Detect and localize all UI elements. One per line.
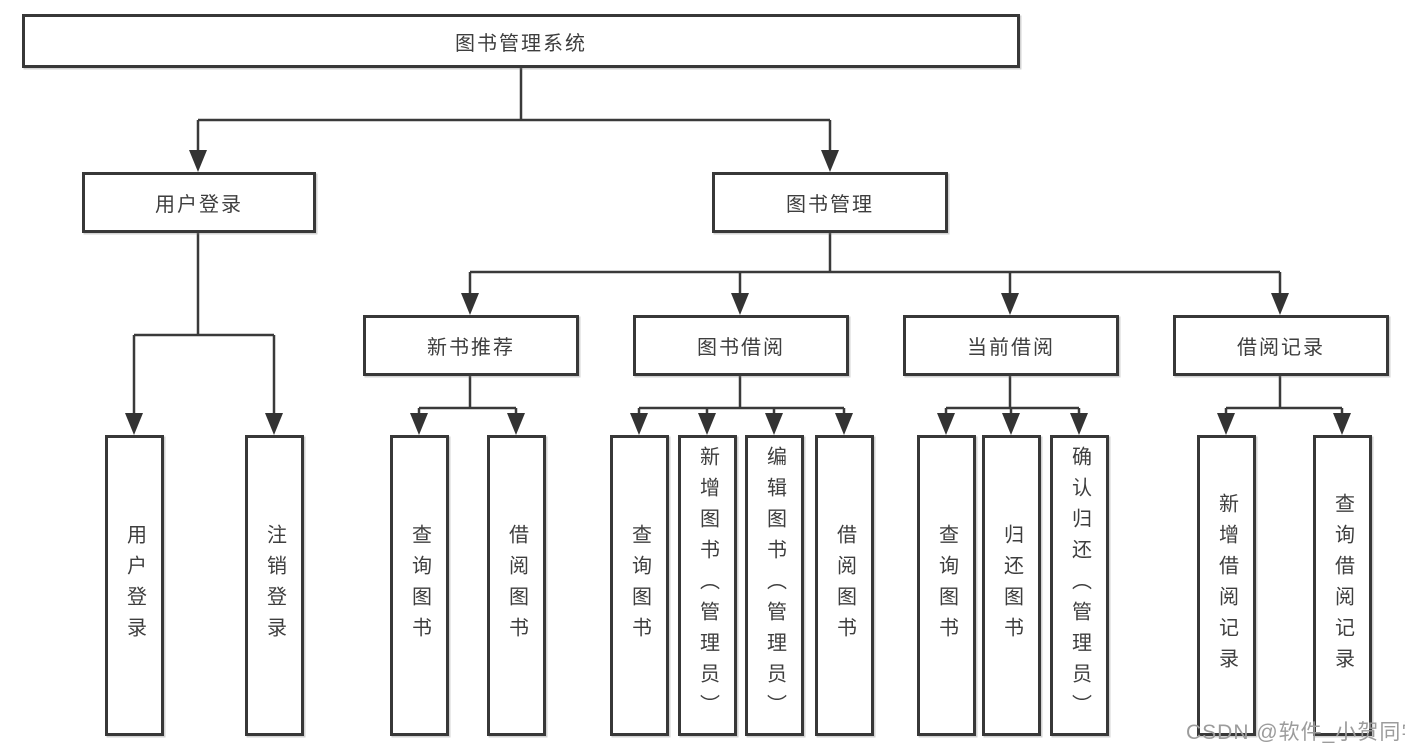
leaf-edit-book-admin-label: 编辑图书（管理员） (763, 446, 786, 725)
leaf-confirm-return-admin: 确认归还（管理员） (1050, 435, 1109, 736)
node-book-management: 图书管理 (712, 172, 948, 233)
leaf-query-books-recommend: 查询图书 (390, 435, 449, 736)
leaf-add-borrow-record-label: 新增借阅记录 (1215, 492, 1238, 679)
leaf-borrow-books-borrowing-label: 借阅图书 (833, 523, 856, 648)
leaf-query-borrow-record-label: 查询借阅记录 (1331, 492, 1354, 679)
node-new-book-recommend-label: 新书推荐 (427, 337, 515, 359)
leaf-logout-label: 注销登录 (263, 523, 286, 648)
node-borrowing-records: 借阅记录 (1173, 315, 1389, 376)
leaf-query-books-borrowing-label: 查询图书 (628, 523, 651, 648)
leaf-add-book-admin: 新增图书（管理员） (678, 435, 737, 736)
leaf-borrow-books-recommend-label: 借阅图书 (505, 523, 528, 648)
node-user-login-label: 用户登录 (155, 194, 243, 216)
leaf-logout: 注销登录 (245, 435, 304, 736)
node-current-borrowing: 当前借阅 (903, 315, 1119, 376)
leaf-user-login: 用户登录 (105, 435, 164, 736)
watermark: CSDN @软件_小贺同学 (1186, 721, 1405, 744)
leaf-add-book-admin-label: 新增图书（管理员） (696, 446, 719, 725)
node-new-book-recommend: 新书推荐 (363, 315, 579, 376)
leaf-user-login-label: 用户登录 (123, 523, 146, 648)
node-user-login: 用户登录 (82, 172, 316, 233)
leaf-confirm-return-admin-label: 确认归还（管理员） (1068, 446, 1091, 725)
node-book-borrowing: 图书借阅 (633, 315, 849, 376)
leaf-borrow-books-recommend: 借阅图书 (487, 435, 546, 736)
leaf-return-book-label: 归还图书 (1000, 523, 1023, 648)
node-book-management-label: 图书管理 (786, 194, 874, 216)
leaf-query-books-current: 查询图书 (917, 435, 976, 736)
node-root: 图书管理系统 (22, 14, 1020, 68)
leaf-borrow-books-borrowing: 借阅图书 (815, 435, 874, 736)
leaf-add-borrow-record: 新增借阅记录 (1197, 435, 1256, 736)
node-root-label: 图书管理系统 (455, 32, 587, 55)
leaf-query-books-recommend-label: 查询图书 (408, 523, 431, 648)
leaf-edit-book-admin: 编辑图书（管理员） (745, 435, 804, 736)
leaf-return-book: 归还图书 (982, 435, 1041, 736)
node-book-borrowing-label: 图书借阅 (697, 337, 785, 359)
leaf-query-books-current-label: 查询图书 (935, 523, 958, 648)
leaf-query-books-borrowing: 查询图书 (610, 435, 669, 736)
node-borrowing-records-label: 借阅记录 (1237, 337, 1325, 359)
leaf-query-borrow-record: 查询借阅记录 (1313, 435, 1372, 736)
node-current-borrowing-label: 当前借阅 (967, 337, 1055, 359)
